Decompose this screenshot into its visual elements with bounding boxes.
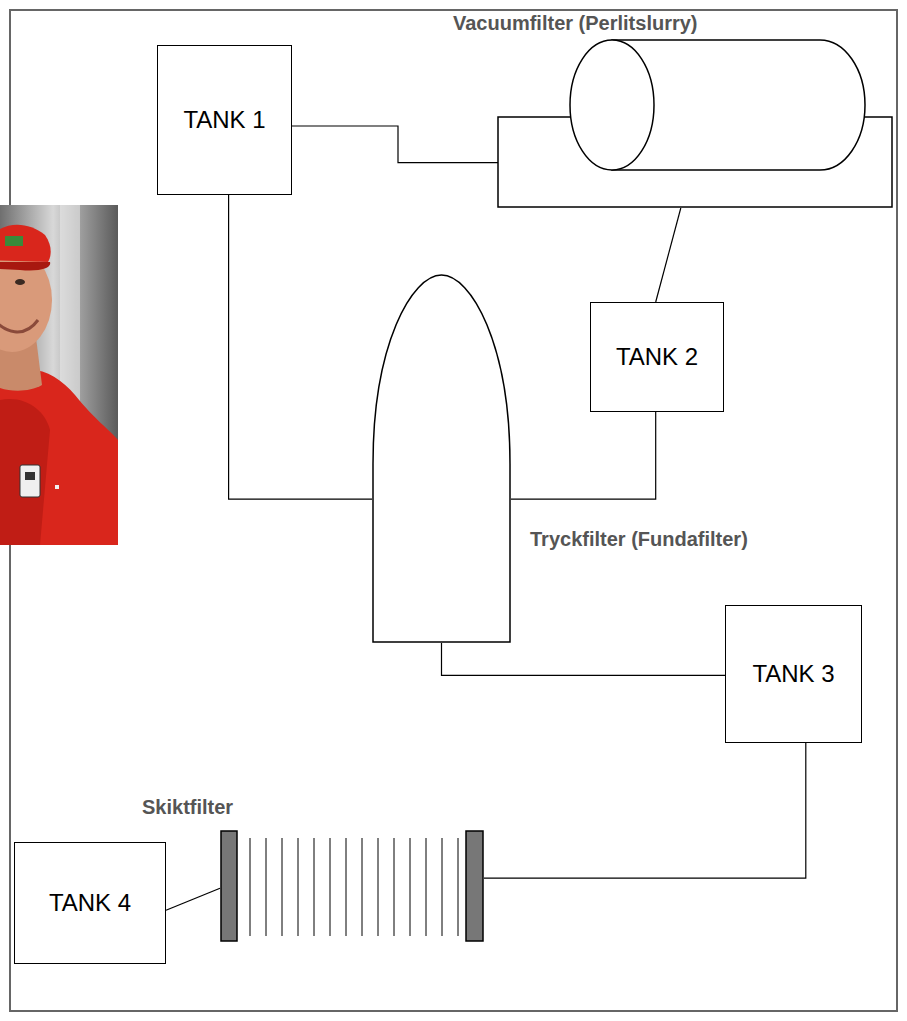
pipe-line [229, 195, 372, 499]
tank-label: TANK 2 [616, 343, 698, 371]
filter-sheet [298, 838, 299, 936]
filter-sheet [266, 838, 267, 936]
tank-box: TANK 4 [14, 842, 166, 964]
sheet-filter-symbol [220, 830, 484, 942]
filter-sheet [410, 838, 411, 936]
tank-label: TANK 1 [183, 106, 265, 134]
filter-unit: Tryckfilter (Fundafilter) [372, 274, 511, 643]
pipe-line [656, 208, 681, 302]
tank-box: TANK 1 [157, 45, 292, 195]
pipe-line [442, 643, 726, 675]
filter-sheet [442, 838, 443, 936]
tank-box: TANK 3 [725, 605, 862, 743]
pressure-filter-symbol [372, 274, 511, 643]
filter-sheet [378, 838, 379, 936]
filter-sheet [250, 838, 251, 936]
filter-sheet [458, 838, 459, 936]
filter-sheet [346, 838, 347, 936]
filter-label: Vacuumfilter (Perlitslurry) [453, 12, 698, 35]
filter-sheet [330, 838, 331, 936]
drum-face [570, 40, 654, 170]
end-plate [221, 831, 237, 941]
filter-label: Skiktfilter [142, 796, 233, 819]
vacuum-filter-symbol [498, 40, 892, 208]
filter-vessel [373, 275, 510, 642]
pipe-line [484, 743, 806, 878]
tank-label: TANK 4 [49, 889, 131, 917]
pipe-line [292, 126, 498, 163]
filter-sheet [314, 838, 315, 936]
filter-sheet [362, 838, 363, 936]
tank-box: TANK 2 [590, 302, 724, 412]
pipe-line [511, 412, 656, 499]
filter-label: Tryckfilter (Fundafilter) [530, 528, 748, 551]
end-plate [466, 831, 483, 941]
tank-label: TANK 3 [752, 660, 834, 688]
pipe-line [166, 888, 220, 910]
filter-sheet [282, 838, 283, 936]
filter-sheet [426, 838, 427, 936]
frame-border [10, 10, 897, 1011]
filter-unit: Vacuumfilter (Perlitslurry) [498, 40, 892, 208]
filter-sheet [394, 838, 395, 936]
filter-unit: Skiktfilter [220, 830, 484, 942]
